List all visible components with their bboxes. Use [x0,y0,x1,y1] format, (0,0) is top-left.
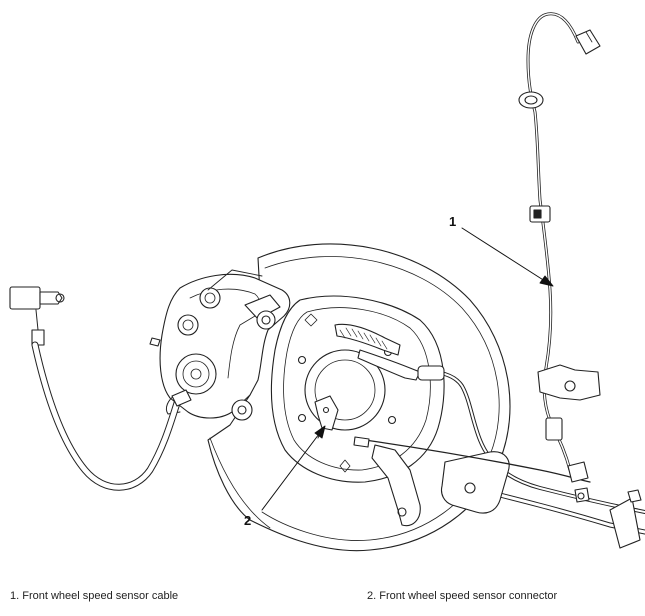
leader-arrow-2 [314,425,326,439]
brake-caliper [149,269,291,421]
brake-hose [9,286,192,491]
legend-item-1: 1. Front wheel speed sensor cable [10,590,179,602]
leader-arrow-1 [539,275,554,287]
callout-1: 1 [449,214,457,229]
leader-line-2 [261,429,323,511]
legend-item-2: 2. Front wheel speed sensor connector [367,590,558,602]
callout-2: 2 [244,513,252,528]
wheel-speed-sensor-cable [518,12,601,503]
backing-plate [270,295,445,483]
leader-line-1 [461,227,549,284]
wheel-speed-sensor-connector [314,395,339,439]
parking-brake-spring [334,323,421,381]
brake-assembly-diagram [9,12,645,552]
mounting-bracket [353,436,591,527]
leader-lines [261,227,554,511]
